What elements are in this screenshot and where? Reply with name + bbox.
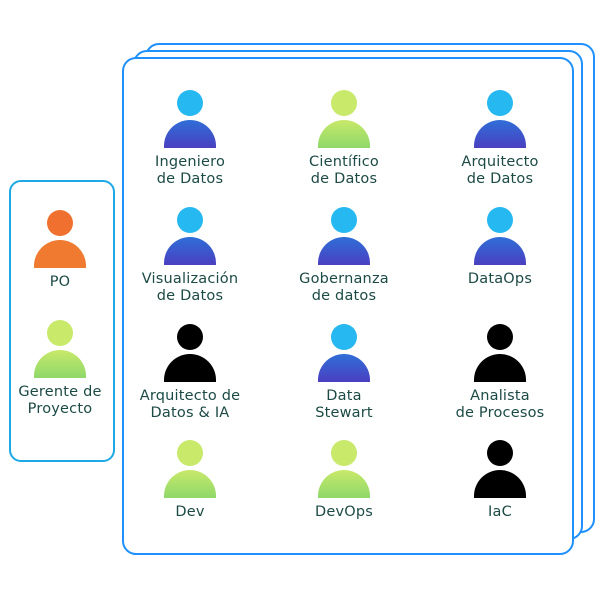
person-body [34, 350, 86, 378]
person-label: Dev [175, 504, 204, 521]
person-label-line-1: Data [326, 388, 362, 404]
person-card: DataOps [430, 207, 570, 288]
person-card: IaC [430, 440, 570, 521]
black-person-icon [162, 324, 218, 384]
orange-person-icon [32, 210, 88, 270]
person-label-line-2: Datos & IA [150, 405, 230, 421]
person-label: PO [50, 274, 71, 291]
person-head [177, 440, 203, 466]
person-body [474, 354, 526, 382]
person-label-line-1: DataOps [467, 271, 533, 287]
person-label-line-1: Científico [309, 154, 379, 170]
blue-person-icon [472, 90, 528, 150]
person-card: DevOps [274, 440, 414, 521]
person-label-line-2: de Datos [466, 171, 534, 187]
person-label: DevOps [315, 504, 373, 521]
person-label-line-1: Dev [175, 504, 205, 520]
blue-person-icon [316, 207, 372, 267]
person-label-line-2: Stewart [315, 405, 373, 421]
person-head [331, 207, 357, 233]
green-person-icon [316, 440, 372, 500]
person-label-line-1: DevOps [314, 504, 374, 520]
person-body [164, 120, 216, 148]
person-head [487, 324, 513, 350]
person-card: Dev [120, 440, 260, 521]
blue-person-icon [472, 207, 528, 267]
person-label-line-1: Gerente de [18, 384, 102, 400]
person-body [318, 120, 370, 148]
person-body [164, 354, 216, 382]
green-person-icon [32, 320, 88, 380]
person-body [318, 237, 370, 265]
person-label-line-1: PO [49, 274, 71, 290]
person-head [47, 320, 73, 346]
person-label-line-2: de Procesos [455, 405, 545, 421]
person-head [487, 440, 513, 466]
person-body [164, 470, 216, 498]
person-head [331, 90, 357, 116]
person-body [474, 470, 526, 498]
blue-person-icon [162, 207, 218, 267]
person-label-line-1: Arquitecto [461, 154, 539, 170]
person-label-line-2: de datos [311, 288, 377, 304]
black-person-icon [472, 440, 528, 500]
person-label-line-2: Proyecto [27, 401, 93, 417]
person-label-line-2: de Datos [156, 171, 224, 187]
person-body [474, 237, 526, 265]
person-head [487, 90, 513, 116]
person-head [177, 207, 203, 233]
person-body [164, 237, 216, 265]
person-label-line-1: Analista [470, 388, 530, 404]
blue-person-icon [162, 90, 218, 150]
person-label-line-1: Gobernanza [299, 271, 389, 287]
person-head [331, 324, 357, 350]
person-body [474, 120, 526, 148]
green-person-icon [316, 90, 372, 150]
person-label-line-2: de Datos [310, 171, 378, 187]
green-person-icon [162, 440, 218, 500]
person-label-line-1: Arquitecto de [139, 388, 241, 404]
person-body [318, 354, 370, 382]
person-label: IaC [488, 504, 512, 521]
person-head [177, 324, 203, 350]
person-head [487, 207, 513, 233]
person-head [177, 90, 203, 116]
person-label-line-1: IaC [488, 504, 512, 520]
person-head [47, 210, 73, 236]
person-label-line-2: de Datos [156, 288, 224, 304]
black-person-icon [472, 324, 528, 384]
person-label: DataOps [468, 271, 532, 288]
person-card: PO [0, 210, 130, 291]
person-body [34, 240, 86, 268]
person-head [331, 440, 357, 466]
person-label-line-1: Ingeniero [154, 154, 226, 170]
person-label-line-1: Visualización [141, 271, 239, 287]
blue-person-icon [316, 324, 372, 384]
person-body [318, 470, 370, 498]
